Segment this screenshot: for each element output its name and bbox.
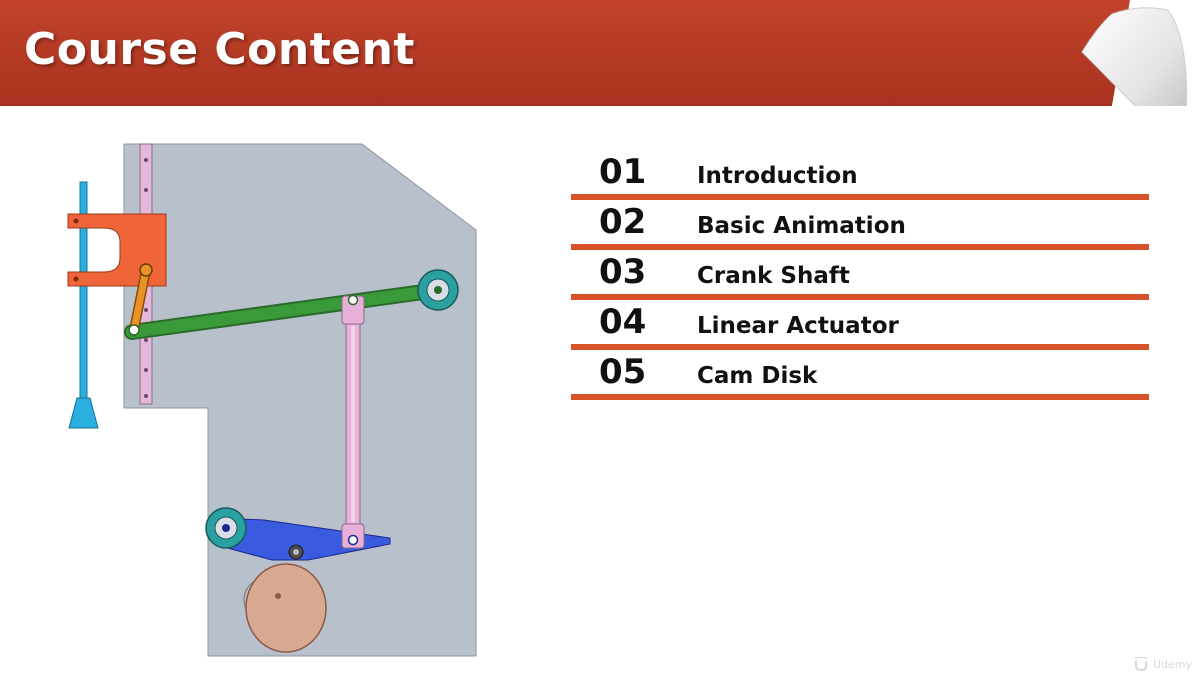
toc-item-linear-actuator: 04 Linear Actuator (571, 300, 1149, 350)
toc-item-number: 03 (599, 252, 647, 292)
toc-item-label: Linear Actuator (697, 313, 899, 339)
toc-item-label: Basic Animation (697, 213, 906, 239)
mechanism-diagram (67, 143, 477, 657)
udemy-watermark: Udemy (1133, 657, 1192, 671)
toc-item-label: Cam Disk (697, 363, 818, 389)
toc-item-number: 02 (599, 202, 647, 242)
toc-item-number: 01 (599, 152, 647, 192)
udemy-watermark-label: Udemy (1152, 657, 1192, 671)
cam-disk (245, 563, 327, 653)
toc-item-number: 04 (599, 302, 647, 342)
toc-item-crank-shaft: 03 Crank Shaft (571, 250, 1149, 300)
toc-item-number: 05 (599, 352, 647, 392)
udemy-logo-icon (1134, 657, 1148, 671)
toc-item-introduction: 01 Introduction (571, 150, 1149, 200)
toc-item-label: Introduction (697, 163, 858, 189)
toc-item-label: Crank Shaft (697, 263, 850, 289)
pole-funnel (68, 397, 99, 429)
toc-item-cam-disk: 05 Cam Disk (571, 350, 1149, 400)
banner-shape (0, 0, 1200, 106)
slide-title: Course Content (24, 24, 415, 75)
title-banner (0, 0, 1200, 106)
course-content-list: 01 Introduction 02 Basic Animation 03 Cr… (571, 150, 1149, 400)
toc-item-basic-animation: 02 Basic Animation (571, 200, 1149, 250)
